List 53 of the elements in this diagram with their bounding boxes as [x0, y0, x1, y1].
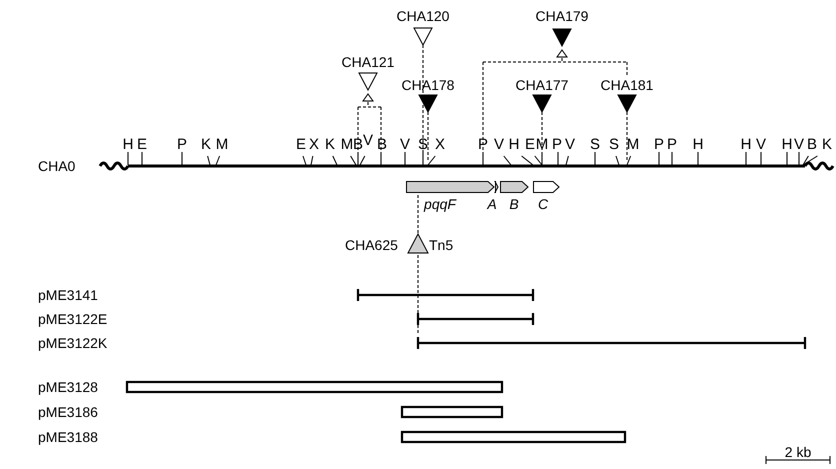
transposon-label: Tn5: [429, 237, 454, 253]
restriction-site-label: K: [822, 137, 832, 153]
gene-label: pqqF: [424, 196, 456, 212]
plasmid-label: pME3128: [38, 379, 98, 395]
restriction-site-label: M: [216, 137, 228, 153]
connector-line: [482, 58, 628, 78]
restriction-site-label: V: [494, 137, 504, 153]
restriction-site-label: H: [740, 137, 752, 153]
restriction-site-label: V: [756, 137, 766, 153]
gene-label: A: [487, 196, 497, 212]
restriction-site-label: M: [626, 137, 640, 153]
restriction-site-label: E: [525, 137, 535, 153]
connector-line: [626, 112, 628, 160]
insertion-label: CHA121: [342, 54, 394, 70]
gene-label: B: [509, 196, 519, 212]
restriction-site-label: P: [177, 137, 187, 153]
plasmid-label: pME3122K: [38, 335, 108, 351]
scale-label: 2 kb: [784, 444, 812, 460]
restriction-site-label: K: [325, 137, 335, 153]
restriction-site-label: H: [782, 137, 792, 153]
restriction-site-label: E: [296, 137, 306, 153]
insertion-label: CHA625: [345, 237, 398, 253]
restriction-site-label: H: [692, 137, 704, 153]
restriction-site-label: S: [590, 137, 600, 153]
restriction-site-label: V: [565, 137, 575, 153]
plasmid-label: pME3141: [38, 287, 98, 303]
insertion-label: CHA120: [396, 8, 450, 24]
chromosome-label: CHA0: [38, 158, 76, 174]
restriction-site-label: V: [363, 133, 373, 149]
restriction-site-label: H: [508, 137, 520, 153]
insertion-label: CHA178: [402, 77, 454, 93]
insertion-label: CHA179: [536, 8, 588, 24]
insertion-label: CHA177: [516, 77, 568, 93]
restriction-site-label: S: [609, 137, 619, 153]
restriction-site-label: V: [400, 137, 410, 153]
restriction-site-label: X: [435, 137, 445, 153]
insertion-label: CHA181: [600, 77, 654, 93]
restriction-site-label: P: [667, 137, 677, 153]
plasmid-label: pME3188: [38, 429, 98, 445]
restriction-site-label: P: [654, 137, 664, 153]
restriction-site-label: K: [201, 137, 211, 153]
restriction-site-label: P: [552, 137, 562, 153]
restriction-site-label: M: [340, 137, 354, 153]
restriction-site-label: E: [137, 137, 147, 153]
restriction-site-label: M: [536, 137, 548, 153]
plasmid-label: pME3186: [38, 404, 98, 420]
restriction-site-label: B: [807, 137, 817, 153]
restriction-site-label: V: [794, 137, 804, 153]
plasmid-label: pME3122E: [38, 311, 108, 327]
restriction-site-label: X: [309, 137, 319, 153]
restriction-site-label: H: [122, 137, 134, 153]
gene-label: C: [538, 196, 548, 212]
restriction-site-label: S: [418, 137, 428, 153]
